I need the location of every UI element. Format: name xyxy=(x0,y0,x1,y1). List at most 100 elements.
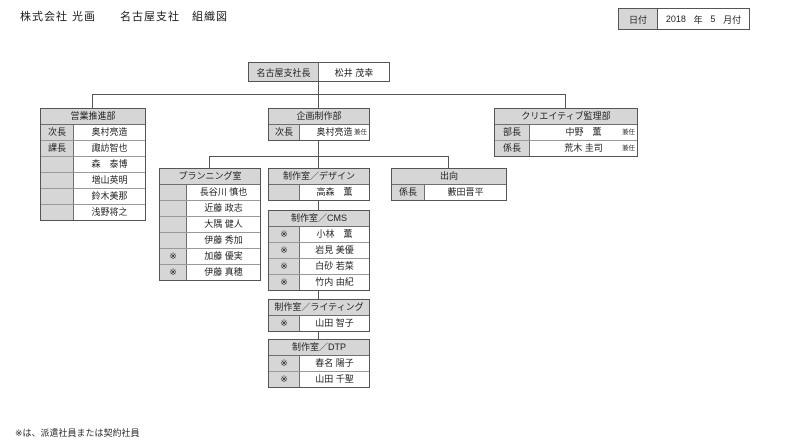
section-title: プランニング室 xyxy=(160,169,260,185)
mark-cell: ※ xyxy=(269,275,300,290)
table-row: ※ 岩見 美優 xyxy=(269,243,369,259)
mark-cell xyxy=(160,217,187,232)
date-label-cell: 日付 xyxy=(619,9,658,29)
dept-box-creative-supervision: クリエイティブ監理部 部長 中野 薫兼任 係長 荒木 圭司兼任 xyxy=(494,108,638,157)
date-month-unit: 月付 xyxy=(723,14,742,25)
connector-line xyxy=(318,198,319,210)
name-text: 中野 薫 xyxy=(565,127,602,137)
name-cell: 伊藤 真穂 xyxy=(204,267,243,277)
table-row: ※ 山田 千聖 xyxy=(269,372,369,387)
table-row: ※ 竹内 由紀 xyxy=(269,275,369,290)
role-cell: 名古屋支社長 xyxy=(249,63,319,81)
name-cell: 森 泰博 xyxy=(91,159,128,169)
connector-line xyxy=(209,156,449,157)
role-cell xyxy=(41,157,74,172)
mark-cell xyxy=(160,185,187,200)
role-cell: 次長 xyxy=(269,125,300,140)
section-title: 制作室／ライティング xyxy=(269,300,369,316)
name-cell: 春名 陽子 xyxy=(315,358,354,368)
name-cell: 藪田晋平 xyxy=(447,187,484,197)
mark-cell: ※ xyxy=(269,227,300,242)
connector-line xyxy=(318,138,319,156)
table-row: ※ 小林 薫 xyxy=(269,227,369,243)
name-cell: 増山英明 xyxy=(91,175,128,185)
name-cell: 諏訪智也 xyxy=(91,143,128,153)
table-row: 大隅 健人 xyxy=(160,217,260,233)
section-title: 出向 xyxy=(392,169,506,185)
section-title: 制作室／デザイン xyxy=(269,169,369,185)
table-row: 高森 薫 xyxy=(269,185,369,200)
role-cell xyxy=(41,173,74,188)
name-cell: 鈴木美那 xyxy=(91,191,128,201)
dept-title: 営業推進部 xyxy=(41,109,145,125)
mark-cell: ※ xyxy=(269,356,300,371)
name-cell: 岩見 美優 xyxy=(315,245,354,255)
name-cell: 伊藤 秀加 xyxy=(204,235,243,245)
table-row: 次長 奥村亮造兼任 xyxy=(269,125,369,140)
name-cell: 近藤 政志 xyxy=(204,203,243,213)
mark-cell xyxy=(160,233,187,248)
section-box-design-room: 制作室／デザイン 高森 薫 xyxy=(268,168,370,201)
name-cell: 山田 千聖 xyxy=(315,374,354,384)
connector-line xyxy=(565,94,566,108)
name-cell: 竹内 由紀 xyxy=(315,277,354,287)
mark-cell: ※ xyxy=(269,372,300,387)
connector-line xyxy=(448,156,449,168)
name-cell: 小林 薫 xyxy=(316,229,353,239)
table-row: 長谷川 慎也 xyxy=(160,185,260,201)
page-title: 株式会社 光画 名古屋支社 組織図 xyxy=(20,11,229,23)
connector-line xyxy=(92,94,93,108)
concurrent-note: 兼任 xyxy=(354,129,367,136)
concurrent-note: 兼任 xyxy=(622,129,635,136)
name-cell: 加藤 優実 xyxy=(204,251,243,261)
date-year: 2018 xyxy=(665,14,686,24)
table-row: 伊藤 秀加 xyxy=(160,233,260,249)
table-row: ※ 白砂 若菜 xyxy=(269,259,369,275)
table-row: 係長 藪田晋平 xyxy=(392,185,506,200)
role-cell: 次長 xyxy=(41,125,74,140)
table-row: 増山英明 xyxy=(41,173,145,189)
date-month: 5 xyxy=(710,14,716,24)
table-row: 近藤 政志 xyxy=(160,201,260,217)
table-row: ※ 伊藤 真穂 xyxy=(160,265,260,280)
name-cell: 奥村亮造兼任 xyxy=(300,125,369,140)
role-cell xyxy=(41,189,74,204)
table-row: 次長 奥村亮造 xyxy=(41,125,145,141)
connector-line xyxy=(318,156,319,168)
section-box-cms-room: 制作室／CMS ※ 小林 薫 ※ 岩見 美優 ※ 白砂 若菜 ※ 竹内 由紀 xyxy=(268,210,370,291)
name-cell: 大隅 健人 xyxy=(204,219,243,229)
table-row: 部長 中野 薫兼任 xyxy=(495,125,637,141)
mark-cell: ※ xyxy=(160,249,187,264)
connector-line xyxy=(92,94,566,95)
name-text: 奥村亮造 xyxy=(316,127,353,137)
table-row: ※ 春名 陽子 xyxy=(269,356,369,372)
concurrent-note: 兼任 xyxy=(622,145,635,152)
role-cell: 係長 xyxy=(495,141,530,156)
table-row: 係長 荒木 圭司兼任 xyxy=(495,141,637,156)
mark-cell xyxy=(269,185,300,200)
role-cell: 係長 xyxy=(392,185,425,200)
name-cell: 長谷川 慎也 xyxy=(199,187,248,197)
dept-title: 企画制作部 xyxy=(269,109,369,125)
name-cell: 浅野将之 xyxy=(91,207,128,217)
table-row: 浅野将之 xyxy=(41,205,145,220)
mark-cell xyxy=(160,201,187,216)
connector-line xyxy=(318,80,319,94)
mark-cell: ※ xyxy=(269,243,300,258)
name-cell: 山田 智子 xyxy=(315,318,354,328)
table-row: 鈴木美那 xyxy=(41,189,145,205)
name-cell: 荒木 圭司兼任 xyxy=(530,141,637,156)
table-row: 課長 諏訪智也 xyxy=(41,141,145,157)
table-row: 森 泰博 xyxy=(41,157,145,173)
mark-cell: ※ xyxy=(160,265,187,280)
section-box-secondment: 出向 係長 藪田晋平 xyxy=(391,168,507,201)
name-cell: 白砂 若菜 xyxy=(315,261,354,271)
mark-cell: ※ xyxy=(269,316,300,331)
role-cell xyxy=(41,205,74,220)
connector-line xyxy=(318,329,319,339)
dept-box-sales-promotion: 営業推進部 次長 奥村亮造 課長 諏訪智也 森 泰博 増山英明 鈴木美那 浅野将… xyxy=(40,108,146,221)
section-title: 制作室／CMS xyxy=(269,211,369,227)
table-row: ※ 加藤 優実 xyxy=(160,249,260,265)
dept-box-planning-production: 企画制作部 次長 奥村亮造兼任 xyxy=(268,108,370,141)
section-title: 制作室／DTP xyxy=(269,340,369,356)
